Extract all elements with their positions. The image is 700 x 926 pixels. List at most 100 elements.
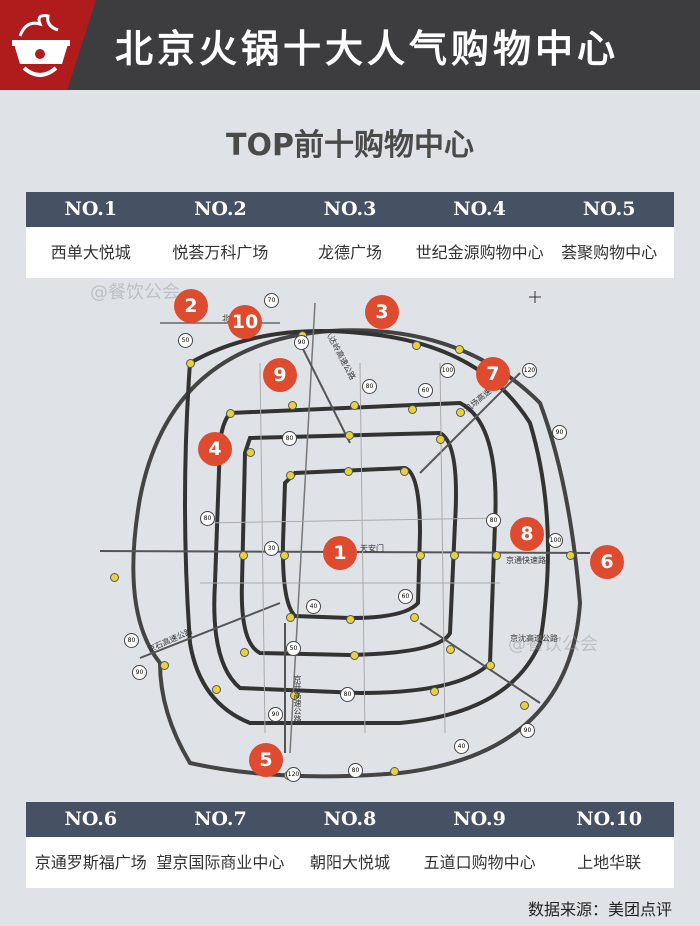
speed-limit-sign: 30 <box>264 541 279 556</box>
watermark: @餐饮公会 <box>90 282 180 303</box>
ranking-table-bottom: NO.6 NO.7 NO.8 NO.9 NO.10 京通罗斯福广场 望京国际商业… <box>26 802 674 888</box>
junction-dot <box>520 701 529 710</box>
rank-no: NO.4 <box>453 198 506 220</box>
junction-dot <box>226 409 235 418</box>
junction-dot <box>286 613 295 622</box>
junction-dot <box>344 467 353 476</box>
watermark: @餐饮公会 <box>508 634 598 655</box>
junction-dot <box>290 691 299 700</box>
road-label: 京通快速路 <box>506 556 546 565</box>
junction-dot <box>410 613 419 622</box>
speed-limit-sign: 50 <box>178 333 193 348</box>
mall-marker-7[interactable]: 7 <box>476 357 510 391</box>
junction-dot <box>430 687 439 696</box>
junction-dot <box>350 401 359 410</box>
ring-road-3 <box>239 430 458 658</box>
junction-dot <box>286 471 295 480</box>
junction-dot <box>416 551 425 560</box>
junction-dot <box>486 661 495 670</box>
mall-name: 世纪金源购物中心 <box>415 243 544 262</box>
road-label: 天安门 <box>360 544 384 553</box>
mall-marker-2[interactable]: 2 <box>174 289 208 323</box>
junction-dot <box>280 551 289 560</box>
junction-dot <box>408 405 417 414</box>
speed-limit-sign: 80 <box>340 687 355 702</box>
speed-limit-sign: 70 <box>264 293 279 308</box>
compass-icon <box>529 291 541 303</box>
mall-name: 荟聚购物中心 <box>561 243 658 262</box>
ring-road-5 <box>183 329 550 725</box>
junction-dot <box>110 573 119 582</box>
speed-limit-sign: 90 <box>552 425 567 440</box>
junction-dot <box>212 685 221 694</box>
speed-limit-sign: 90 <box>520 723 535 738</box>
mall-marker-9[interactable]: 9 <box>263 358 297 392</box>
mall-marker-1[interactable]: 1 <box>323 536 357 570</box>
junction-dot <box>346 615 355 624</box>
junction-dot <box>456 408 465 417</box>
junction-dot <box>566 551 575 560</box>
speed-limit-sign: 120 <box>286 767 301 782</box>
speed-limit-sign: 80 <box>282 431 297 446</box>
speed-limit-sign: 40 <box>306 599 321 614</box>
hotpot-icon <box>12 14 70 77</box>
junction-dot <box>412 341 421 350</box>
mall-marker-3[interactable]: 3 <box>365 295 399 329</box>
junction-dot <box>400 467 409 476</box>
junction-dot <box>345 431 354 440</box>
rank-no: NO.6 <box>64 808 118 830</box>
rank-header-row: NO.6 NO.7 NO.8 NO.9 NO.10 <box>26 802 674 837</box>
junction-dot <box>455 345 464 354</box>
section-subtitle: TOP前十购物中心 <box>226 128 474 163</box>
rank-name-row: 西单大悦城 悦荟万科广场 龙德广场 世纪金源购物中心 荟聚购物中心 <box>26 227 674 278</box>
speed-limit-sign: 80 <box>362 379 377 394</box>
beijing-ring-road-map: 50 70 90 80 60 100 120 90 80 80 30 80 10… <box>100 283 624 793</box>
junction-dot <box>446 645 455 654</box>
speed-limit-sign: 60 <box>398 589 413 604</box>
speed-limit-sign: 90 <box>132 665 147 680</box>
page-title: 北京火锅十大人气购物中心 <box>115 26 620 71</box>
mall-marker-8[interactable]: 8 <box>510 517 544 551</box>
junction-dot <box>288 401 297 410</box>
mall-marker-6[interactable]: 6 <box>590 545 624 579</box>
mall-name: 京通罗斯福广场 <box>34 853 147 872</box>
junction-dot <box>492 551 501 560</box>
speed-limit-sign: 90 <box>268 707 283 722</box>
rank-no: NO.7 <box>194 808 247 830</box>
speed-limit-sign: 80 <box>486 513 501 528</box>
junction-dot <box>390 767 399 776</box>
road-label: 京开高速公路 <box>293 675 302 723</box>
mall-marker-5[interactable]: 5 <box>249 743 283 777</box>
rank-name-row: 京通罗斯福广场 望京国际商业中心 朝阳大悦城 五道口购物中心 上地华联 <box>26 837 674 888</box>
north-south-axis <box>289 302 316 754</box>
mall-name: 西单大悦城 <box>50 243 131 262</box>
ranking-table-top: NO.1 NO.2 NO.3 NO.4 NO.5 西单大悦城 悦荟万科广场 龙德… <box>26 192 674 278</box>
rank-no: NO.5 <box>582 198 636 220</box>
rank-header-row: NO.1 NO.2 NO.3 NO.4 NO.5 <box>26 192 674 227</box>
rank-no: NO.9 <box>453 808 506 830</box>
mall-marker-4[interactable]: 4 <box>198 432 232 466</box>
mall-marker-10[interactable]: 10 <box>228 305 262 339</box>
junction-dot <box>160 661 169 670</box>
junction-dot <box>246 448 255 457</box>
mall-name: 龙德广场 <box>317 243 382 262</box>
mall-name: 朝阳大悦城 <box>309 853 390 872</box>
header-bar: 北京火锅十大人气购物中心 <box>0 0 700 90</box>
data-source: 数据来源：美团点评 <box>527 900 672 919</box>
speed-limit-sign: 80 <box>200 511 215 526</box>
rank-no: NO.1 <box>64 198 118 220</box>
speed-limit-sign: 80 <box>348 763 363 778</box>
ring-road-2 <box>280 465 423 621</box>
junction-dot <box>186 359 195 368</box>
speed-limit-sign: 40 <box>454 739 469 754</box>
junction-dot <box>239 551 248 560</box>
mall-name: 上地华联 <box>577 853 642 872</box>
logo <box>0 0 96 90</box>
road-label: 京沈高速公路 <box>510 634 558 643</box>
speed-limit-sign: 100 <box>548 533 563 548</box>
speed-limit-sign: 90 <box>294 335 309 350</box>
junction-dot <box>436 435 445 444</box>
rank-no: NO.8 <box>323 808 377 830</box>
junction-dot <box>350 651 359 660</box>
rank-no: NO.2 <box>194 198 247 220</box>
